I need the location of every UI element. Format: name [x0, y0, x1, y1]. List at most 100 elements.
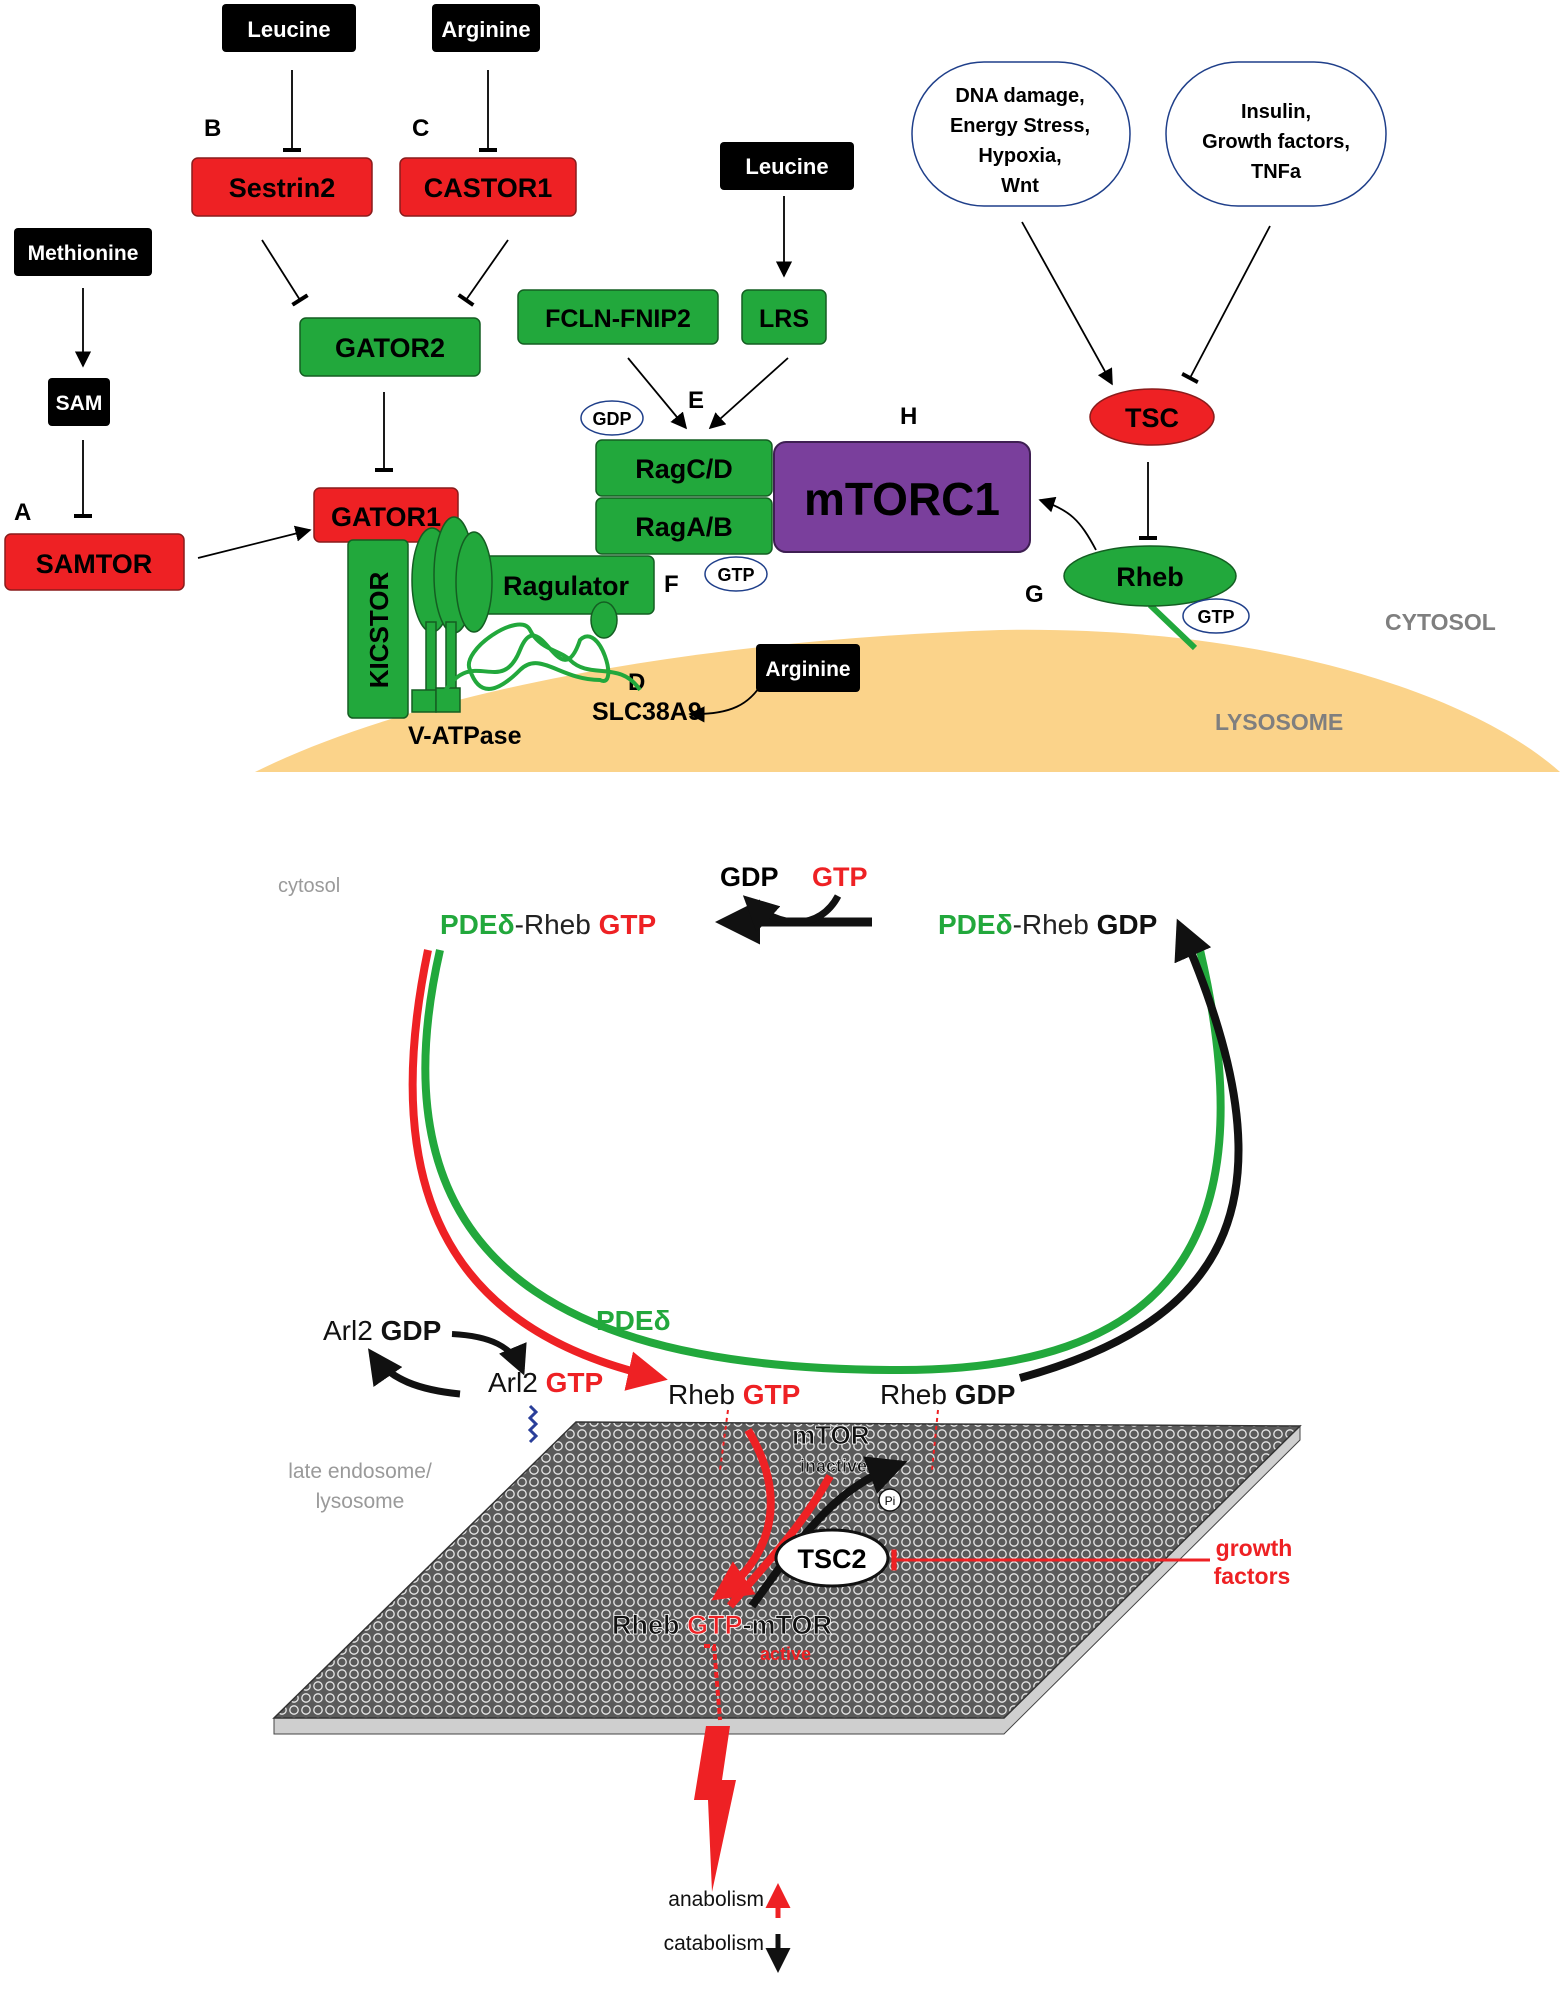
label-f: F: [664, 571, 679, 598]
rheb-mtor-active-state: active: [760, 1644, 811, 1664]
vatpase-shape: [411, 516, 493, 713]
rheb-gtp-anchor: [719, 1409, 729, 1471]
kicstor-label: KICSTOR: [364, 572, 394, 689]
growth-stimuli-oval: [1165, 61, 1387, 207]
cytosol-label: CYTOSOL: [1385, 609, 1496, 635]
label-d: D: [628, 669, 645, 696]
pde-green-curve: [421, 949, 1225, 1375]
stress-stimuli-line-1: DNA damage,: [955, 85, 1084, 107]
tsc2-ellipse: [774, 1528, 890, 1588]
tsc2-gap-arrow: [748, 1456, 908, 1609]
stress-stimuli-line-2: Energy Stress,: [950, 115, 1090, 137]
kicstor-box: [347, 539, 409, 719]
arl2-activation-arrow: [451, 1331, 527, 1376]
tsc-ellipse: [1089, 388, 1215, 446]
gator2-label: GATOR2: [335, 333, 445, 363]
arl2-anchor: [527, 1404, 539, 1444]
gdp-label: GDP: [592, 409, 631, 429]
leucine-label-1: Leucine: [247, 17, 330, 42]
lrs-label: LRS: [759, 305, 809, 333]
downstream-lightning-arrow: [694, 1726, 736, 1892]
label-h: H: [900, 403, 917, 430]
vatpase-label: V-ATPase: [408, 722, 522, 750]
gdp-oval: [580, 400, 644, 436]
ragulator-label: Ragulator: [503, 571, 630, 601]
lrs-box: [741, 289, 827, 345]
arl2-gtp-label: Arl2 GTP: [488, 1367, 603, 1398]
bottom-panel: cytosol GDP GTP PDEδ-Rheb GTP PDEδ-Rheb …: [272, 862, 1302, 1973]
pi-circle: [878, 1488, 902, 1512]
ragcd-box: [595, 439, 773, 497]
fcln-box: [517, 289, 719, 345]
pde-label: PDEδ: [596, 1305, 671, 1336]
stress-stimuli-line-4: Wnt: [1001, 175, 1039, 197]
label-e: E: [688, 387, 704, 414]
methionine-label: Methionine: [28, 242, 139, 265]
tsc2-label: TSC2: [797, 1544, 866, 1574]
lysosome-membrane: [255, 629, 1560, 772]
growth-stimuli-line-2: Growth factors,: [1202, 131, 1350, 153]
ragcd-label: RagC/D: [635, 454, 733, 484]
ragab-box: [595, 497, 773, 555]
sestrin2-label: Sestrin2: [229, 173, 336, 203]
downstream-signal-chain: [704, 1644, 722, 1721]
slc38a9-label: SLC38A9: [592, 698, 702, 726]
pde-rheb-gtp-label: PDEδ-Rheb GTP: [440, 909, 656, 940]
stress-stimuli-line-3: Hypoxia,: [978, 145, 1061, 167]
castor1-box: [399, 157, 577, 217]
exchange-curve: [742, 894, 842, 932]
sam-box: [48, 378, 110, 426]
rheb-to-complex-red-arrow: [711, 1427, 775, 1601]
rheb-gdp-black-curve: [1018, 918, 1243, 1382]
label-a: A: [14, 499, 31, 526]
sestrin2-box: [191, 157, 373, 217]
lysosome-label: LYSOSOME: [1215, 709, 1343, 735]
arl2-gdp-label: Arl2 GDP: [323, 1315, 441, 1346]
slc38a9-loops: [438, 622, 642, 701]
mtorc1-label: mTORC1: [804, 473, 1000, 525]
slc38a9-head: [590, 601, 618, 639]
gtp-rag-oval: [704, 556, 768, 592]
leucine-label-2: Leucine: [745, 154, 828, 179]
pi-label: Pi: [885, 1494, 896, 1508]
stress-stimuli-oval: [911, 61, 1131, 207]
label-c: C: [412, 115, 429, 142]
gator2-box: [299, 317, 481, 377]
exchange-gdp: GDP: [720, 862, 779, 892]
gtp-rag-label: GTP: [717, 565, 754, 585]
rheb-ellipse: [1063, 545, 1237, 607]
arginine-label-1: Arginine: [441, 17, 530, 42]
samtor-box: [4, 533, 185, 591]
rheb-gtp-red-curve: [408, 949, 668, 1391]
mtor-inactive-state: inactive: [800, 1456, 867, 1476]
arl2-return-arrow: [368, 1348, 461, 1398]
arginine-label-2: Arginine: [765, 658, 850, 681]
gtp-rheb-label: GTP: [1197, 607, 1234, 627]
endosome-label-1: late endosome/: [288, 1460, 432, 1483]
fcln-label: FCLN-FNIP2: [545, 305, 691, 333]
rheb-anchor: [1147, 602, 1198, 651]
sam-label: SAM: [56, 392, 103, 415]
leucine-box-2: [720, 142, 854, 190]
endosome-label-2: lysosome: [316, 1490, 405, 1513]
arginine-box-2: [756, 644, 860, 692]
gtp-rheb-oval: [1182, 598, 1250, 634]
leucine-box-1: [222, 4, 356, 52]
tsc-label: TSC: [1125, 403, 1179, 433]
growth-factors-line-2: factors: [1214, 1563, 1291, 1589]
top-panel: CYTOSOL LYSOSOME Leucine Arginine Methio…: [4, 4, 1560, 772]
mtorc1-box: [773, 441, 1031, 553]
rheb-gdp-label: Rheb GDP: [880, 1379, 1015, 1410]
growth-stimuli-line-3: TNFa: [1251, 161, 1302, 183]
rheb-label: Rheb: [1116, 562, 1184, 592]
castor1-label: CASTOR1: [424, 173, 553, 203]
exchange-gtp: GTP: [812, 862, 868, 892]
pde-rheb-gdp-label: PDEδ-Rheb GDP: [938, 909, 1157, 940]
anabolism-label: anabolism: [668, 1888, 764, 1911]
arginine-box-1: [432, 4, 540, 52]
mtor-inactive-label: mTOR: [792, 1420, 870, 1450]
cytosol-text: cytosol: [278, 875, 340, 897]
growth-stimuli-line-1: Insulin,: [1241, 101, 1311, 123]
samtor-label: SAMTOR: [36, 549, 153, 579]
